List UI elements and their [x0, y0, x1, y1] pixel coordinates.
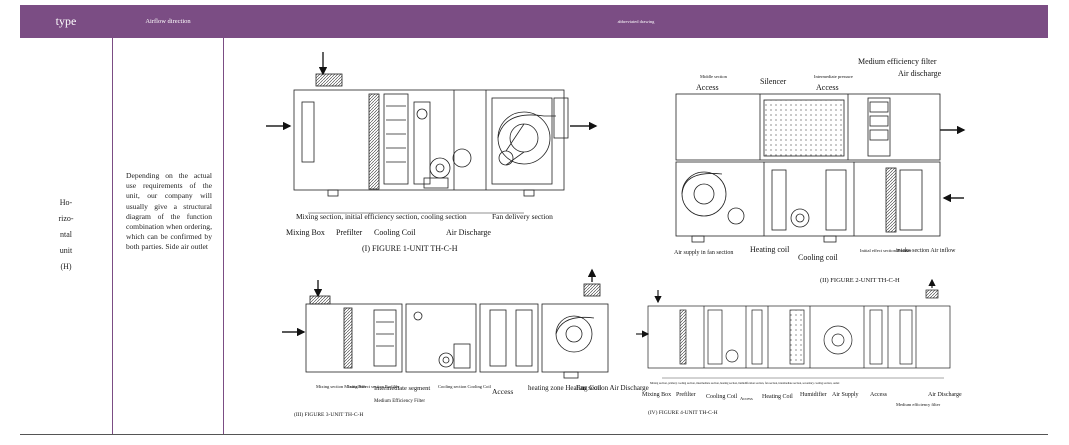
- figure-2-caption: (II) FIGURE 2-UNIT TH-C-H: [820, 277, 900, 284]
- figure-3-caption: (III) FIGURE 3-UNIT TH-C-H: [294, 411, 363, 418]
- figure-2-label: Access: [816, 83, 839, 92]
- type-line: Ho-: [59, 198, 73, 207]
- figure-2-label: intake section Air inflow: [896, 247, 956, 254]
- figure-2-drawing: [675, 93, 966, 243]
- column-divider: [223, 5, 224, 435]
- figure-3-label: Access: [492, 387, 513, 396]
- figure-1-fan-section-text: Fan delivery section: [492, 212, 553, 221]
- figure-1-label: Cooling Coil: [374, 228, 416, 237]
- column-divider: [112, 5, 113, 435]
- type-line: ntal: [60, 230, 72, 239]
- figure-4-label: Access: [870, 392, 888, 398]
- figure-3-label: Medium Efficiency Filter: [374, 399, 425, 404]
- figure-4-label: Air Supply: [832, 392, 859, 398]
- unit-type-table: type Airflow direction abbreviated drawi…: [20, 5, 1048, 435]
- figure-1-sections-text: Mixing section, initial efficiency secti…: [296, 212, 467, 221]
- figure-4-label: Humidifier: [800, 391, 827, 398]
- header-airflow-direction: Airflow direction: [145, 18, 191, 25]
- figure-1-labels: Mixing section, initial efficiency secti…: [286, 212, 553, 253]
- figure-3-label: Mixing section Mixing Box: [316, 384, 367, 389]
- figure-1-label: Air Discharge: [446, 228, 491, 237]
- type-line: unit: [59, 246, 73, 255]
- figure-4-label: Medium efficiency filter: [896, 402, 941, 407]
- figure-2-label: Middle section: [700, 74, 728, 79]
- figure-2-label: Silencer: [760, 77, 787, 86]
- figure-2-label: Initial effect section Prefilter: [860, 248, 912, 253]
- unit-drawings: Mixing section, initial efficiency secti…: [266, 52, 966, 418]
- figure-4-label: Access: [740, 396, 753, 401]
- figure-3-label: Initial effect section Prefilter: [348, 384, 400, 389]
- figure-2-label: Air discharge: [898, 69, 942, 78]
- figure-3-label: Intermediate segment: [374, 385, 430, 392]
- figure-3-label: heating zone Heating Coil: [528, 384, 601, 392]
- figure-4-caption: (IV) FIGURE 4-UNIT TH-C-H: [648, 409, 718, 416]
- table-bottom-rule: [20, 434, 1048, 435]
- figure-3-label: Fan section Air Discharge: [576, 384, 649, 392]
- figure-4-label: Mixing Box: [642, 392, 671, 398]
- figure-2-label: Access: [696, 83, 719, 92]
- airflow-description: Depending on the actual use requirements…: [126, 171, 212, 252]
- figure-2-label: Medium efficiency filter: [858, 57, 937, 66]
- figure-3-label: Cooling section Cooling Coil: [438, 384, 492, 389]
- figure-2-label: Air supply in fan section: [674, 249, 733, 256]
- figure-4-sections-text: Mixing section, primary cooling section,…: [650, 382, 840, 385]
- header-type: type: [55, 14, 77, 28]
- figure-2-label: Intermediate pressure: [814, 74, 853, 79]
- type-cell: Ho- rizo- ntal unit (H): [20, 195, 112, 275]
- figure-2-label: Heating coil: [750, 245, 790, 254]
- figure-2-labels: Middle section Access Silencer Intermedi…: [674, 57, 956, 284]
- figure-1-caption: (I) FIGURE 1-UNIT TH-C-H: [362, 244, 458, 253]
- table-header: type Airflow direction abbreviated drawi…: [20, 5, 1048, 38]
- figure-4-label: Cooling Coil: [706, 394, 738, 400]
- figure-2-label: Cooling coil: [798, 253, 839, 262]
- figure-1-label: Prefilter: [336, 228, 363, 237]
- figure-4-drawing: [636, 278, 951, 379]
- figure-3-labels: Mixing section Mixing Box Initial effect…: [294, 384, 649, 418]
- figure-4-label: Heating Coil: [762, 394, 793, 400]
- figure-4-label: Air Discharge: [928, 392, 962, 398]
- figure-4-label: Prefilter: [676, 391, 696, 398]
- figure-4-labels: Mixing section, primary cooling section,…: [642, 382, 962, 416]
- type-line: rizo-: [58, 214, 74, 223]
- figure-1-label: Mixing Box: [286, 228, 325, 237]
- figure-3-drawing: [282, 268, 609, 379]
- type-line: (H): [60, 262, 72, 271]
- figure-1-drawing: [266, 52, 598, 214]
- header-abbreviated-drawing: abbreviated drawing: [617, 18, 655, 24]
